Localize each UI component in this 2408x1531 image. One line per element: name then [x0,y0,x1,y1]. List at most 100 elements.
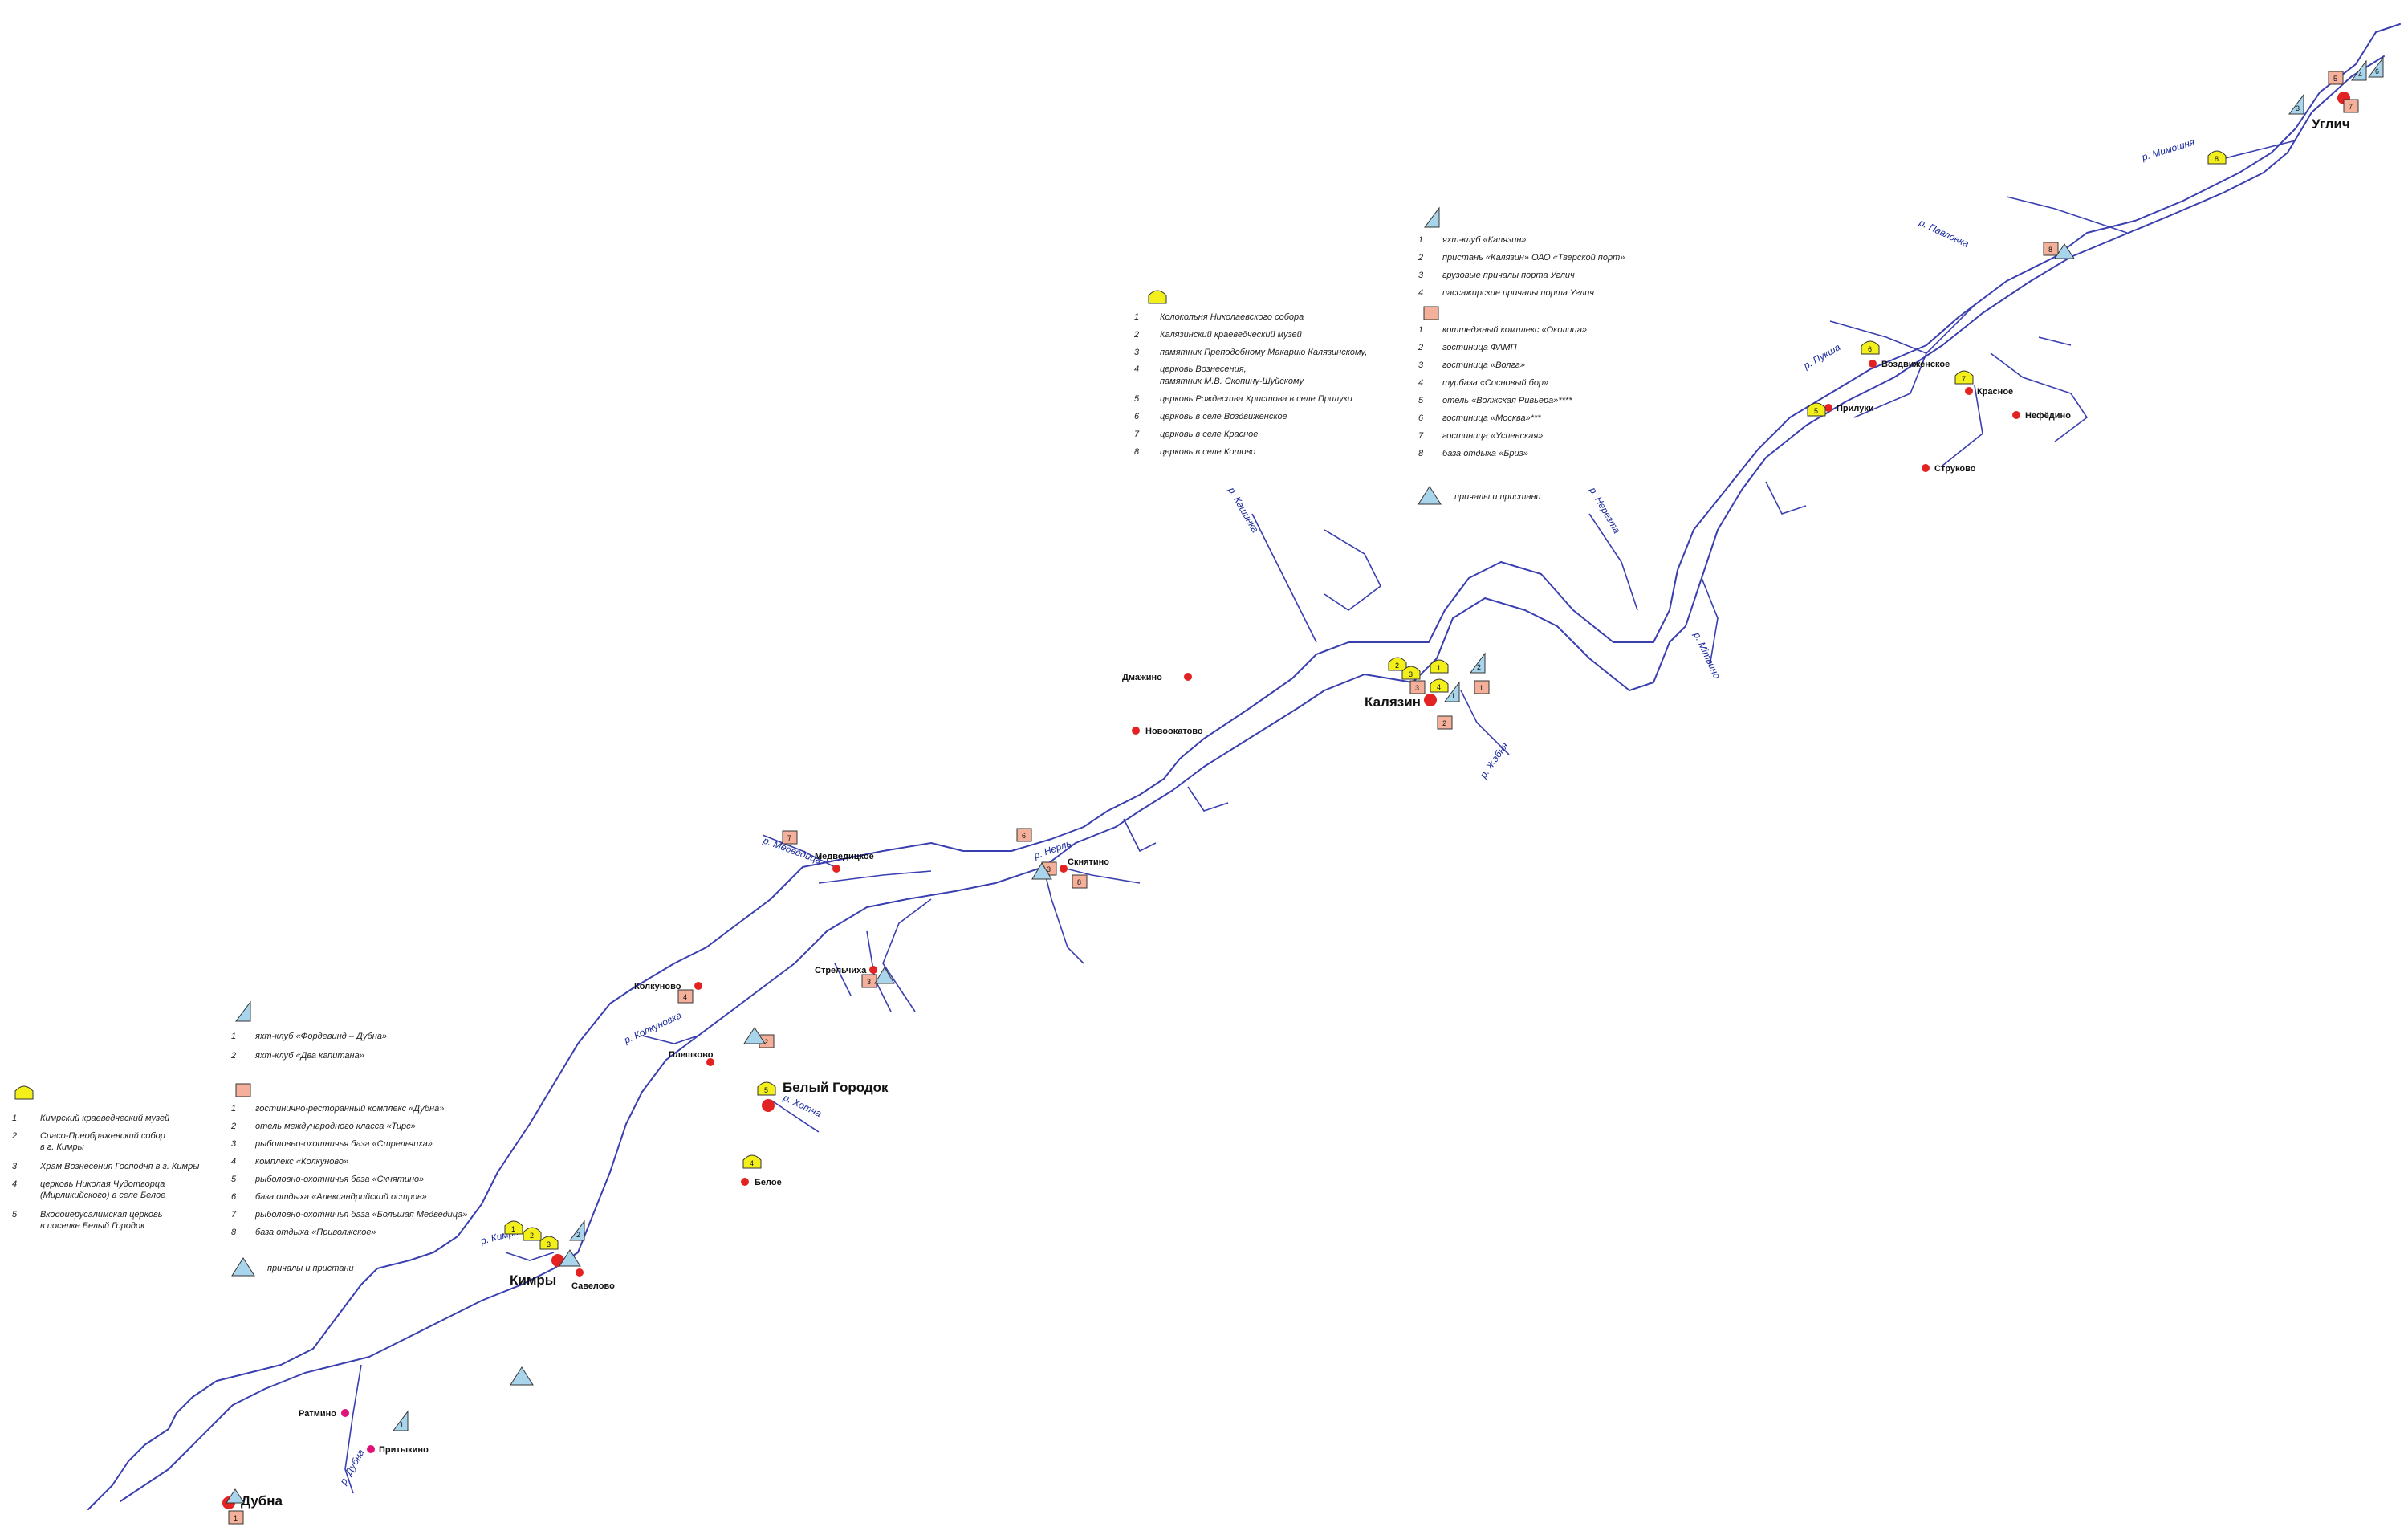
svg-text:7: 7 [1962,375,1966,383]
svg-text:3: 3 [231,1139,237,1149]
church-icon[interactable]: 5 [757,1081,776,1096]
village-label-strelchikha[interactable]: Стрельчиха [815,966,867,975]
village-label-novookatovo[interactable]: Новоокатово [1145,727,1203,736]
settlement-dot [1922,464,1930,472]
svg-text:1: 1 [511,1225,515,1233]
svg-text:2: 2 [764,1038,768,1046]
church-icon[interactable]: 7 [1954,370,1974,385]
pier-icon[interactable] [874,967,895,984]
river-label-nerl: р. Нерль [1031,837,1072,861]
settlement-dot [1965,387,1973,395]
settlement-dot [1184,673,1192,681]
village-label-vozdvizhenskoe[interactable]: Воздвиженское [1881,360,1950,369]
legend-item: Калязинский краеведческий музей [1160,330,1302,340]
village-label-nefedino[interactable]: Нефёдино [2025,411,2071,421]
svg-text:3: 3 [1415,684,1419,692]
pier-icon[interactable] [226,1488,245,1504]
city-label-uglich[interactable]: Углич [2312,116,2350,132]
hotel-icon[interactable]: 7 [782,830,798,845]
city-label-kalyazin[interactable]: Калязин [1365,694,1421,710]
hotel-icon[interactable]: 2 [1437,715,1453,730]
legend-item: гостинично-ресторанный комплекс «Дубна» [255,1104,444,1114]
svg-text:1: 1 [1418,235,1423,245]
svg-text:4: 4 [231,1157,236,1167]
city-label-bely-gorodok[interactable]: Белый Городок [783,1080,889,1095]
city-label-dubna[interactable]: Дубна [241,1493,283,1509]
village-label-beloe[interactable]: Белое [755,1178,782,1187]
village-label-ratmino[interactable]: Ратмино [299,1409,336,1419]
village-label-strukovo[interactable]: Струково [1934,464,1976,474]
hotel-icon[interactable]: 5 [2328,71,2344,85]
svg-text:1: 1 [231,1104,236,1114]
legend-item: комплекс «Колкуново» [255,1157,348,1167]
city-label-kimry[interactable]: Кимры [510,1272,556,1288]
church-icon[interactable]: 1 [504,1220,523,1235]
yacht-icon[interactable]: 4 [2351,59,2367,81]
svg-text:1: 1 [1134,312,1139,322]
svg-text:2: 2 [11,1131,17,1141]
hotel-icon[interactable]: 3 [1409,680,1426,694]
legend-item: рыболовно-охотничья база «Стрельчиха» [254,1139,433,1149]
yacht-icon[interactable]: 1 [393,1410,409,1431]
village-label-priluki[interactable]: Прилуки [1837,404,1874,413]
hotel-icon[interactable]: 7 [2343,99,2359,113]
settlement-dot [1060,865,1068,873]
yacht-icon[interactable]: 2 [569,1220,585,1241]
village-label-sknyatino[interactable]: Скнятино [1068,857,1109,867]
hotel-icon[interactable]: 8 [2043,242,2059,256]
settlement-dot [832,865,840,873]
village-label-kolkunovo[interactable]: Колкуново [634,982,681,991]
church-icon[interactable]: 4 [1430,678,1449,693]
village-label-dmazhino[interactable]: Дмажино [1122,673,1162,682]
church-icon[interactable]: 6 [1861,340,1880,355]
legend-item: пристань «Калязин» ОАО «Тверской порт» [1442,253,1625,263]
church-icon[interactable]: 2 [523,1227,542,1241]
svg-text:3: 3 [867,978,871,986]
legend-item: яхт-клуб «Калязин» [1442,235,1527,245]
yacht-icon[interactable]: 6 [2368,56,2384,78]
village-label-savelovo[interactable]: Савелово [571,1281,615,1291]
legend-item: в поселке Белый Городок [40,1221,145,1231]
village-label-medveditskoe[interactable]: Медведицкое [815,852,874,861]
church-icon[interactable]: 1 [1430,659,1449,674]
church-icon[interactable]: 2 [1388,657,1407,671]
hotel-icon[interactable]: 6 [1016,828,1032,842]
village-label-pritykino[interactable]: Притыкино [379,1445,429,1455]
hotel-icon[interactable]: 1 [228,1510,244,1525]
svg-text:8: 8 [1418,449,1424,458]
hotel-icon[interactable]: 4 [677,989,694,1004]
pier-icon[interactable] [510,1366,534,1386]
hotel-icon[interactable]: 1 [1474,680,1490,694]
svg-text:2: 2 [230,1122,236,1131]
yacht-icon[interactable]: 3 [2288,93,2304,115]
village-label-pleshkovo[interactable]: Плешково [669,1050,714,1060]
church-icon[interactable]: 8 [2207,150,2227,165]
village-label-krasnoe[interactable]: Красное [1977,387,2013,397]
svg-text:8: 8 [1077,878,1081,886]
settlements: Углич Калязин Кимры Дубна Белый Городок … [222,92,2350,1509]
pier-icon[interactable] [559,1249,581,1267]
church-icon[interactable]: 5 [1807,402,1826,417]
church-icon[interactable]: 3 [539,1236,559,1250]
svg-text:2: 2 [530,1232,534,1240]
yacht-icon[interactable]: 2 [1470,652,1486,674]
pier-icon[interactable] [743,1027,766,1044]
legend-item: Спасо-Преображенский собор [40,1131,165,1141]
svg-text:3: 3 [1134,348,1140,357]
pier-icon[interactable] [1031,862,1052,880]
legend-item: церковь Рождества Христова в селе Прилук… [1160,394,1352,404]
hotel-icon[interactable]: 8 [1072,874,1088,889]
svg-text:5: 5 [1418,396,1424,405]
river-label-mitvino: р. Мітвино [1691,629,1723,681]
river-label-kolkunovka: р. Колкуновка [621,1009,683,1046]
legend-item: памятник Преподобному Макарию Калязинско… [1160,348,1367,357]
pier-icon[interactable] [2054,243,2075,259]
yacht-icon[interactable]: 1 [1444,681,1460,702]
svg-text:3: 3 [2296,104,2300,112]
hotel-icon[interactable]: 3 [861,974,877,988]
church-icon[interactable]: 3 [1401,666,1421,680]
church-icon[interactable]: 4 [742,1154,762,1169]
svg-text:1: 1 [234,1514,238,1522]
